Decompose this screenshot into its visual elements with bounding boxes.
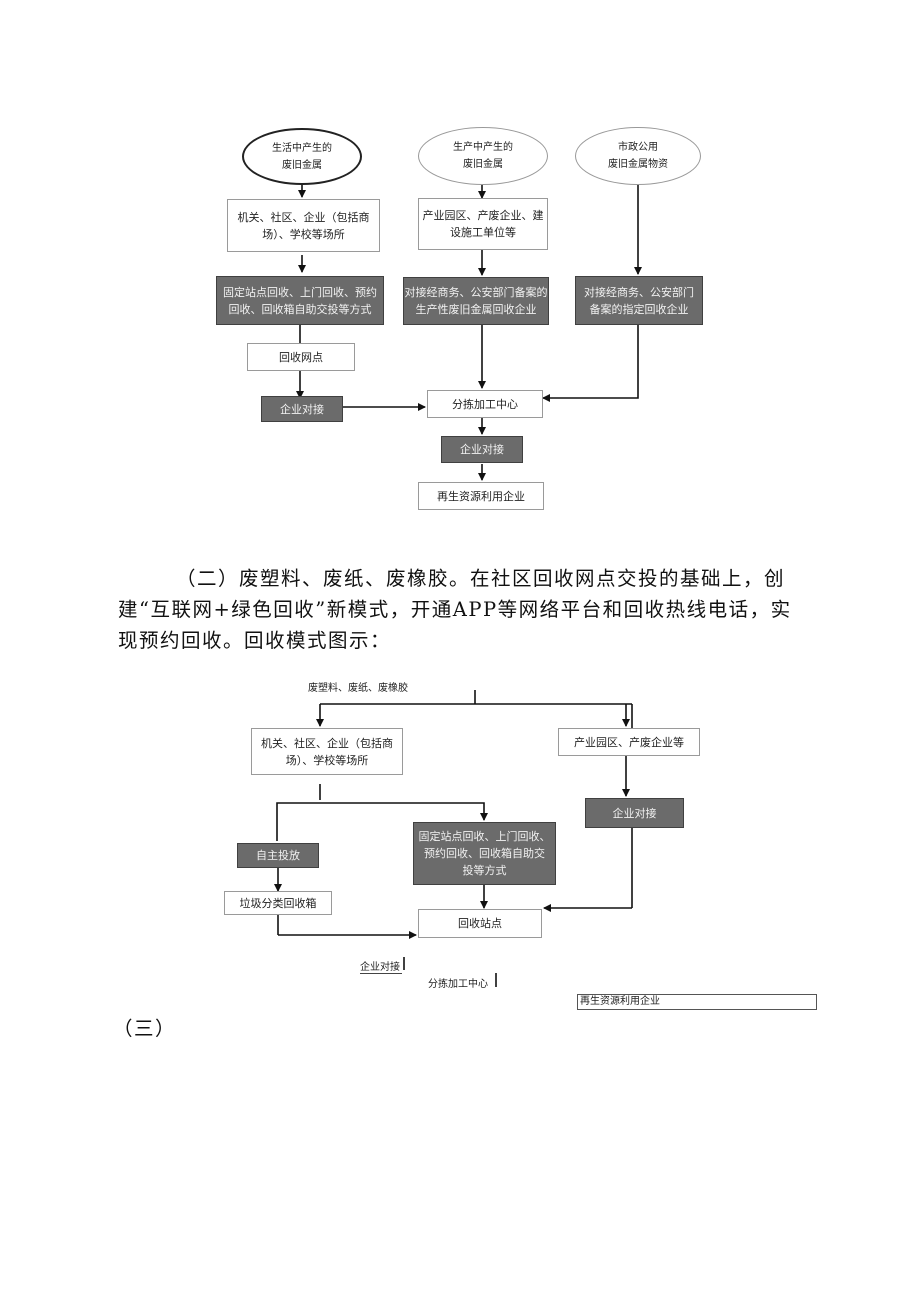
box2-enterprise-dock-right: 企业对接 [585, 798, 684, 828]
box2-enterprise-dock-right-label: 企业对接 [612, 806, 657, 820]
box2-collection-methods: 固定站点回收、上门回收、 预约回收、回收箱自助交 投等方式 [413, 822, 556, 885]
box-enterprise-dock-center-label: 企业对接 [460, 443, 504, 456]
box-industrial-parks-label: 产业园区、产废企业、建 设施工单位等 [422, 209, 544, 239]
box2-institutions: 机关、社区、企业（包括商 场）、学校等场所 [251, 728, 403, 775]
box-institutions-label: 机关、社区、企业（包括商 场）、学校等场所 [237, 210, 370, 241]
body-paragraph-text: （二）废塑料、废纸、废橡胶。在社区回收网点交投的基础上，创建“互联网+绿色回收”… [118, 567, 792, 652]
ellipse-household-metal: 生活中产生的 废旧金属 [242, 128, 362, 185]
ellipse-production-metal-label: 生产中产生的 废旧金属 [453, 142, 513, 170]
box-industrial-parks: 产业园区、产废企业、建 设施工单位等 [418, 198, 548, 250]
box-sorting-center: 分拣加工中心 [427, 390, 543, 418]
box-designated-enterprises-label: 对接经商务、公安部门 备案的指定回收企业 [584, 285, 694, 316]
diagram2-renewable: 再生资源利用企业 [577, 994, 817, 1010]
section-three-heading: （三） [113, 1017, 177, 1040]
box2-self-delivery-label: 自主投放 [256, 849, 300, 862]
box-collection-methods: 固定站点回收、上门回收、预约 回收、回收箱自助交投等方式 [216, 276, 384, 325]
box-enterprise-dock-left: 企业对接 [261, 396, 343, 422]
body-paragraph: （二）废塑料、废纸、废橡胶。在社区回收网点交投的基础上，创建“互联网+绿色回收”… [118, 563, 808, 656]
box-designated-enterprises: 对接经商务、公安部门 备案的指定回收企业 [575, 276, 703, 325]
box2-recycle-station-label: 回收站点 [458, 917, 502, 930]
box2-institutions-label: 机关、社区、企业（包括商 场）、学校等场所 [261, 736, 393, 767]
box-sorting-center-label: 分拣加工中心 [452, 397, 518, 411]
box-renewable-enterprise: 再生资源利用企业 [418, 482, 544, 510]
box-production-enterprises-label: 对接经商务、公安部门备案的 生产性废旧金属回收企业 [404, 286, 548, 316]
ellipse-municipal-metal-label: 市政公用 废旧金属物资 [608, 142, 668, 170]
diagram2-top-label: 废塑料、废纸、废橡胶 [308, 683, 408, 694]
box-enterprise-dock-left-label: 企业对接 [280, 402, 324, 416]
box-enterprise-dock-center: 企业对接 [441, 436, 523, 463]
box-production-enterprises: 对接经商务、公安部门备案的 生产性废旧金属回收企业 [403, 277, 549, 325]
box2-sorting-bin: 垃圾分类回收箱 [224, 891, 332, 915]
box-renewable-enterprise-label: 再生资源利用企业 [437, 489, 525, 503]
diagram2-sorting-center: 分拣加工中心 [428, 979, 488, 990]
ellipse-municipal-metal: 市政公用 废旧金属物资 [575, 127, 701, 185]
diagram2-enterprise-dock: 企业对接 [360, 958, 402, 974]
ellipse-household-metal-label: 生活中产生的 废旧金属 [272, 142, 332, 171]
box-recycle-point: 回收网点 [247, 343, 355, 371]
box2-self-delivery: 自主投放 [237, 843, 319, 868]
box2-collection-methods-label: 固定站点回收、上门回收、 预约回收、回收箱自助交 投等方式 [418, 830, 551, 877]
box2-recycle-station: 回收站点 [418, 909, 542, 938]
box2-sorting-bin-label: 垃圾分类回收箱 [239, 896, 317, 910]
ellipse-production-metal: 生产中产生的 废旧金属 [418, 127, 548, 185]
box2-industrial-parks: 产业园区、产废企业等 [558, 728, 700, 756]
box-collection-methods-label: 固定站点回收、上门回收、预约 回收、回收箱自助交投等方式 [223, 285, 377, 316]
box2-industrial-parks-label: 产业园区、产废企业等 [574, 735, 684, 749]
box-recycle-point-label: 回收网点 [279, 350, 323, 364]
box-institutions: 机关、社区、企业（包括商 场）、学校等场所 [227, 199, 380, 252]
